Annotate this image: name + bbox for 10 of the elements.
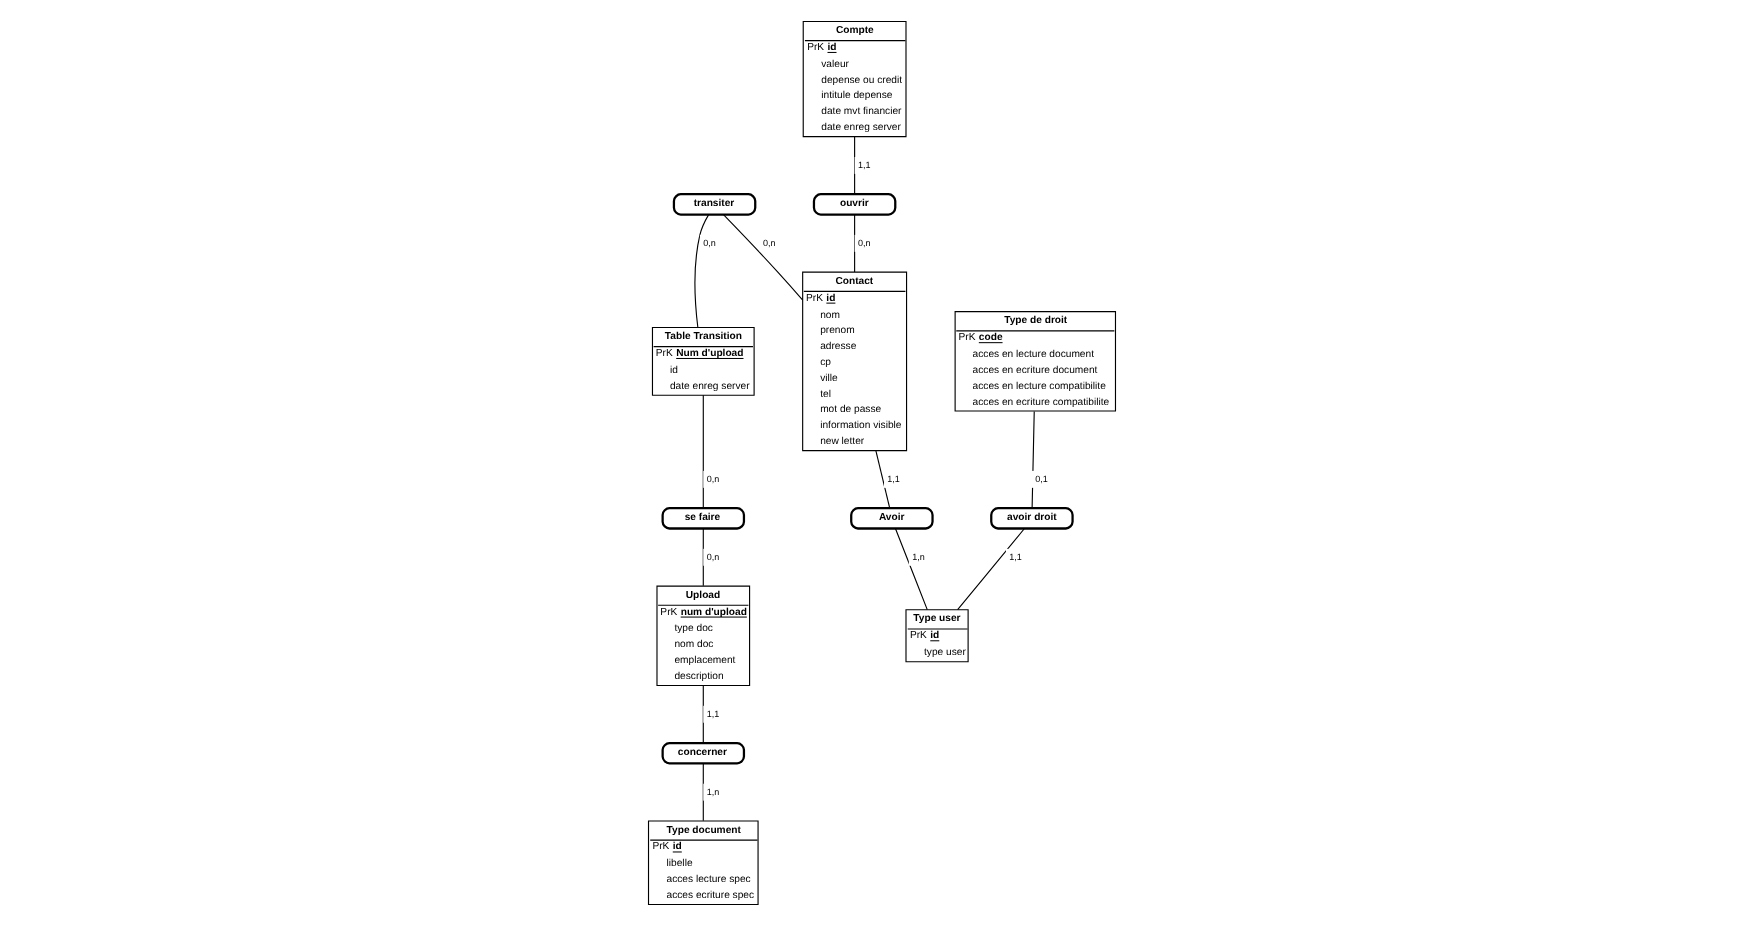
connector — [875, 450, 891, 509]
connector — [702, 762, 704, 822]
connector — [1031, 410, 1035, 509]
connector — [702, 685, 704, 744]
connector — [854, 214, 856, 273]
connector — [723, 214, 804, 301]
connector — [702, 527, 704, 587]
connector — [854, 136, 856, 195]
connector — [694, 214, 710, 328]
connector — [702, 394, 704, 509]
